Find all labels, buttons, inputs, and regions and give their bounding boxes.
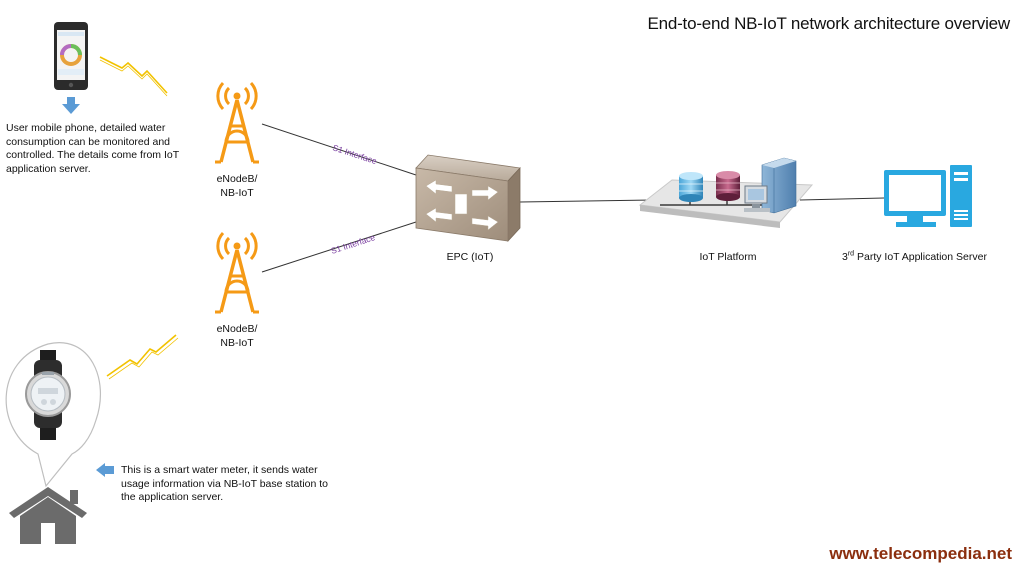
enodeb-top-line2: NB-IoT: [220, 187, 254, 199]
antenna-icon: [215, 231, 259, 314]
server-label: 3rd Party IoT Application Server: [842, 250, 1018, 264]
epc-box-icon: [415, 154, 521, 243]
phone-icon: [54, 22, 88, 90]
platform-label: IoT Platform: [699, 251, 757, 263]
computer-icon: [884, 165, 972, 227]
diagram-title: End-to-end NB-IoT network architecture o…: [647, 14, 1010, 33]
link-epc-platform: [519, 199, 656, 203]
interface-label-top: S1 Interface: [331, 142, 378, 166]
interface-label-bottom: S1 Interface: [330, 232, 377, 256]
water-meter-icon: [25, 350, 71, 440]
house-icon: [9, 487, 87, 544]
enodeb-top-label: eNodeB/ NB-IoT: [200, 172, 274, 200]
connection-lines: [261, 123, 885, 273]
arrow-down-icon: [62, 97, 80, 114]
epc-label: EPC (IoT): [446, 251, 494, 263]
enodeb-bottom-line1: eNodeB/: [216, 323, 258, 335]
arrow-left-icon: [96, 463, 114, 477]
link-enodeb-top-epc: [261, 123, 417, 176]
brand-url[interactable]: www.telecompedia.net: [829, 544, 1012, 563]
phone-description: User mobile phone, detailed water consum…: [6, 122, 179, 175]
server-platform-icon: [638, 157, 814, 228]
lightning-icon: [99, 56, 168, 97]
antenna-icon: [215, 81, 259, 164]
enodeb-top-line1: eNodeB/: [216, 173, 258, 185]
enodeb-bottom-line2: NB-IoT: [220, 337, 254, 349]
server-label-suffix: rd: [847, 250, 855, 258]
server-label-text: Party IoT Application Server: [854, 251, 987, 263]
lightning-icon: [106, 334, 179, 380]
meter-description: This is a smart water meter, it sends wa…: [121, 464, 329, 503]
server-label-number: 3: [842, 251, 848, 263]
link-platform-server: [799, 197, 885, 201]
enodeb-bottom-label: eNodeB/ NB-IoT: [200, 322, 274, 350]
link-enodeb-bottom-epc: [261, 221, 417, 273]
